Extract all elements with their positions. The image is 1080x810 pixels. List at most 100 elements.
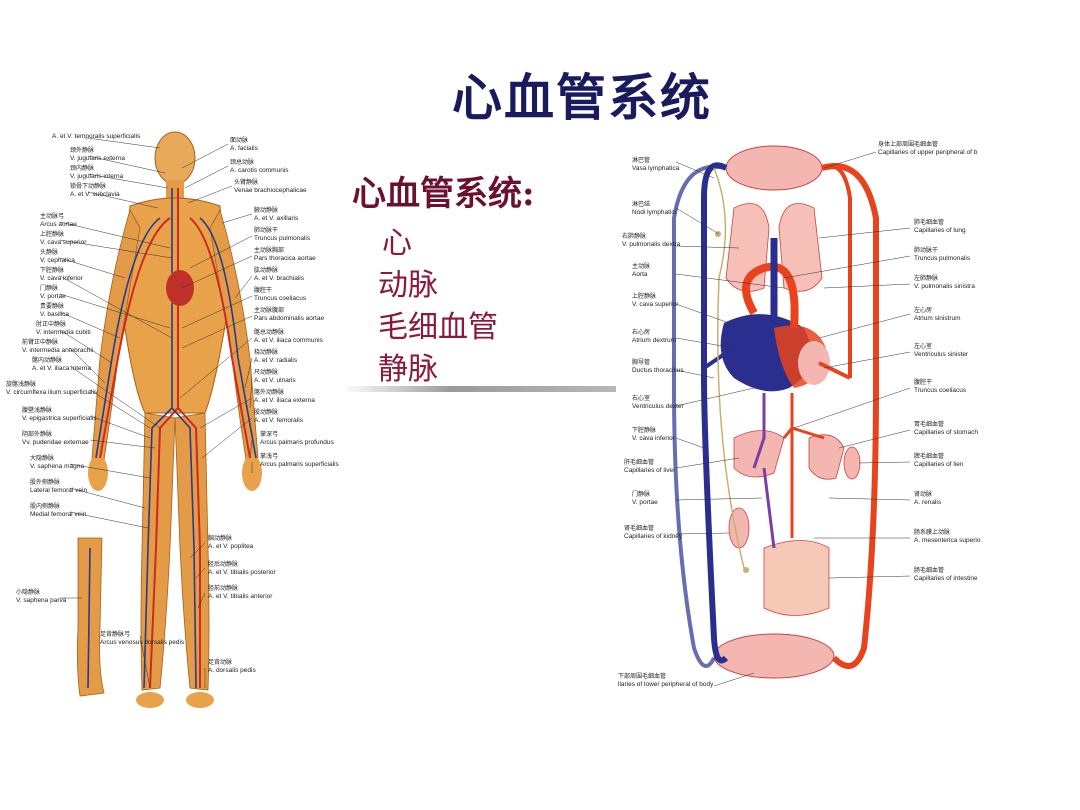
label-en: A. et V. iliaca externa xyxy=(254,397,315,404)
label-zh: 桡动静脉 xyxy=(254,348,278,356)
label-en: V. intermedia antebrachii xyxy=(22,347,93,354)
label-zh: 主动脉弓 xyxy=(40,212,64,220)
label-en: V. circumflexa ilium superficialis xyxy=(6,389,98,396)
body-label: A. et V. temporalis superficialis xyxy=(52,133,141,140)
list-item-vein: 静脉 xyxy=(378,352,438,387)
label-zh: 肺毛细血管 xyxy=(914,218,944,226)
label-zh: 淋巴管 xyxy=(632,156,650,164)
label-zh: 主动脉 xyxy=(632,262,650,270)
label-zh: 左心室 xyxy=(914,342,932,350)
label-zh: 股动静脉 xyxy=(254,408,278,416)
label-zh: 肘正中静脉 xyxy=(36,320,66,328)
label-zh: 颈总动脉 xyxy=(230,158,254,166)
label-zh: 肱动静脉 xyxy=(254,266,278,274)
label-zh: 头臂静脉 xyxy=(234,178,258,186)
label-en: V. pulmonalis dextra xyxy=(622,241,681,248)
label-en: A. mesenterica superio xyxy=(914,537,981,544)
label-en: V. portae xyxy=(40,293,66,300)
label-zh: 下部周围毛细血管 xyxy=(618,672,666,680)
label-en: A. et V. ulnaris xyxy=(254,377,296,384)
list-item-artery: 动脉 xyxy=(378,268,438,303)
label-zh: 淋巴结 xyxy=(632,200,650,208)
label-en: Truncus coeliacus xyxy=(914,387,967,394)
label-zh: 胸导管 xyxy=(632,358,650,366)
label-zh: 旋髂浅静脉 xyxy=(6,380,36,388)
label-zh: 前臂正中静脉 xyxy=(22,338,58,346)
label-en: A. carotis communis xyxy=(230,167,289,174)
label-en: Arcus palmaris superficialis xyxy=(260,461,339,468)
label-en: V. jugularis externa xyxy=(70,155,125,162)
label-en: V. jugularis interna xyxy=(70,173,124,180)
label-en: A. et V. subclavia xyxy=(70,191,120,198)
label-zh: 大隐静脉 xyxy=(30,454,54,462)
label-zh: 股外侧静脉 xyxy=(30,478,60,486)
label-zh: 上腔静脉 xyxy=(632,292,656,300)
label-en: V. saphena magna xyxy=(30,463,84,470)
label-zh: 腘动静脉 xyxy=(208,534,232,542)
label-en: Venae brachiocephalicae xyxy=(234,187,307,194)
label-en: Capillaries of liver xyxy=(624,467,676,474)
label-zh: 足背动脉 xyxy=(208,658,232,666)
label-zh: 腋动静脉 xyxy=(254,206,278,214)
label-en: Aorta xyxy=(632,271,648,278)
label-zh: 阴部外静脉 xyxy=(22,430,52,438)
label-zh: 髂外动静脉 xyxy=(254,388,284,396)
label-zh: 门静脉 xyxy=(632,490,650,498)
label-zh: 掌浅弓 xyxy=(260,452,278,460)
label-zh: 肺动脉干 xyxy=(914,246,938,254)
label-zh: 小隐静脉 xyxy=(16,588,40,596)
label-en: A. renalis xyxy=(914,499,942,506)
label-en: Arcus palmaris profundus xyxy=(260,439,334,446)
label-zh: 面动脉 xyxy=(230,136,248,144)
body-leader-lines xyxy=(59,137,253,689)
label-zh: 右肺静脉 xyxy=(622,232,646,240)
label-en: Ventriculus dexter xyxy=(632,403,685,410)
label-en: A. et V. femoralis xyxy=(254,417,304,424)
label-zh: 髂内动静脉 xyxy=(32,356,62,364)
label-en: Medial femoral vein xyxy=(30,511,87,518)
label-zh: 腹腔干 xyxy=(914,378,932,386)
label-zh: 下腔静脉 xyxy=(40,266,64,274)
label-en: llaries of lower peripheral of body xyxy=(618,681,714,688)
label-en: A. et V. poplitea xyxy=(208,543,254,550)
label-en: A. et V. iliaca interna xyxy=(32,365,91,372)
label-zh: 右心室 xyxy=(632,394,650,402)
label-zh: 颈内静脉 xyxy=(70,164,94,172)
label-en: Capillaries of intestine xyxy=(914,575,978,582)
label-en: Arcus aortae xyxy=(40,221,77,228)
label-en: Capillaries of stomach xyxy=(914,429,978,436)
divider-bar xyxy=(342,386,616,392)
label-en: Capillaries of kidney xyxy=(624,533,683,540)
label-zh: 门静脉 xyxy=(40,284,58,292)
label-zh: 锁骨下动静脉 xyxy=(70,182,106,190)
